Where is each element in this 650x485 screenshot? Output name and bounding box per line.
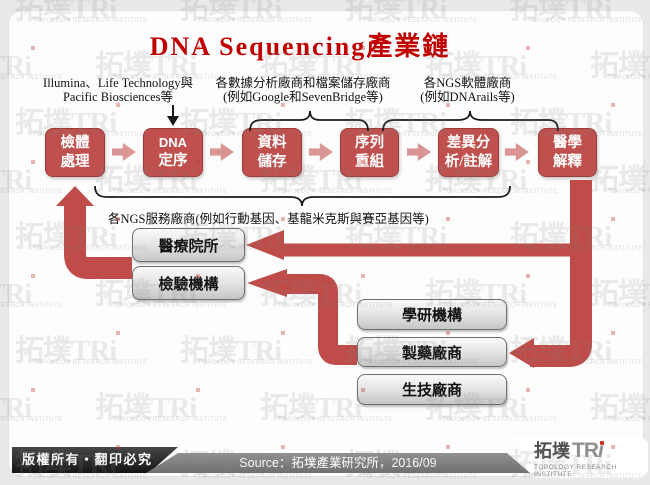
chain-box-medical-interpretation: 醫學 解釋 [538,128,597,177]
box-text: 醫療院所 [158,238,219,255]
chain-box-data-storage: 資料 儲存 [242,128,302,177]
label-line: Pacific Biosciences等 [62,90,174,105]
box-text: 學研機構 [401,308,462,324]
label-line: (例如DNArails等) [420,90,515,105]
label-line: Illumina、Life Technology與 [43,76,193,90]
tri-logo-row: 拓墣 TR i [534,437,648,463]
source-banner: Source：拓墣產業研究所，2016/09 [146,453,530,473]
box-text: 製藥廠商 [401,345,462,362]
label-ngs-service-vendors: 各NGS服務廠商(例如行動基因、基龍米克斯與賽亞基因等) [108,212,429,226]
label-line: (例如Google和SevenBridge等) [223,90,383,105]
box-text: 檢驗機構 [158,276,219,293]
chain-box-specimen-processing: 檢體 處理 [45,128,105,177]
box-text: 醫學 [553,134,582,151]
box-hospitals: 醫療院所 [132,228,245,262]
label-line: 各數據分析廠商和檔案儲存廠商 [215,76,391,90]
box-text: 析/註解 [444,153,493,170]
box-text: 檢體 [60,134,90,151]
chain-box-variant-annotation: 差異分 析/註解 [438,128,499,177]
label-ngs-software-vendors: 各NGS軟體廠商 (例如DNArails等) [400,76,535,105]
box-text: 重組 [355,153,384,170]
box-text: 儲存 [257,153,287,170]
box-text: 解釋 [553,153,582,170]
box-text: DNA [158,134,188,150]
logo-zh-text: 拓墣 [534,440,570,461]
box-text: 資料 [257,134,287,151]
box-text: 序列 [355,134,384,151]
box-text: 生技廠商 [401,383,462,399]
box-text: 差異分 [446,134,491,151]
copyright-banner: 版權所有‧翻印必究 [12,447,178,473]
logo-i-red-dot: i [598,438,604,462]
chain-box-dna-sequencing: DNA 定序 [143,128,203,177]
chain-box-sequence-assembly: 序列 重組 [340,128,399,177]
page-title: DNA Sequencing產業鏈 [149,32,451,61]
logo-subtitle: TOPOLOGY RESEARCH INSTITUTE [534,463,617,478]
box-biotech-companies: 生技廠商 [357,374,507,405]
box-text: 處理 [60,153,90,170]
logo-tr-text: TR [572,438,599,462]
box-testing-agencies: 檢驗機構 [132,266,245,300]
tri-logo: 拓墣 TR i TOPOLOGY RESEARCH INSTITUTE [510,436,648,478]
label-line: 各NGS軟體廠商 [423,76,512,90]
box-academic-institutes: 學研機構 [357,299,507,330]
box-pharma-companies: 製藥廠商 [357,337,507,367]
label-sequencer-vendors: Illumina、Life Technology與 Pacific Biosci… [28,76,208,105]
label-analysis-storage-vendors: 各數據分析廠商和檔案儲存廠商 (例如Google和SevenBridge等) [203,76,403,105]
box-text: 定序 [158,152,188,169]
